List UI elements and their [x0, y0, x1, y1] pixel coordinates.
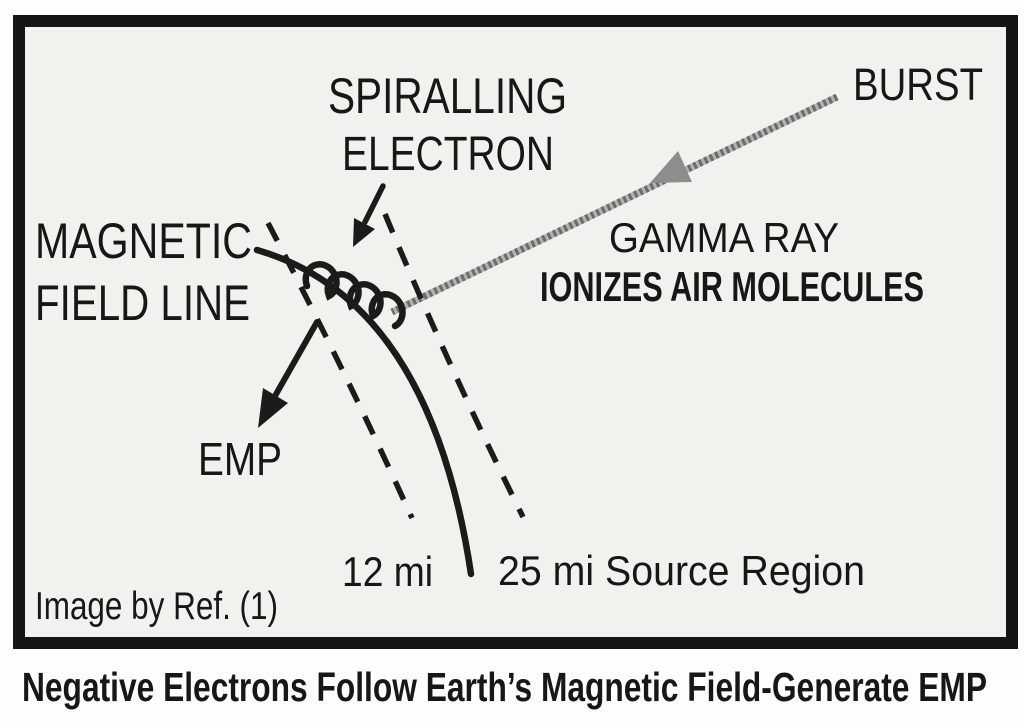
field-linework	[253, 183, 526, 578]
gamma-ray-line-hatch	[390, 93, 839, 316]
image-credit: Image by Ref. (1)	[35, 585, 278, 628]
outer-radius-label: 25 mi Source Region	[498, 547, 865, 594]
electron-pointer-shaft	[362, 183, 386, 225]
burst-label: BURST	[853, 59, 983, 110]
outer-dashed-boundary	[382, 212, 526, 519]
spiralling-electron-label-line2: ELECTRON	[342, 128, 554, 181]
electron-pointer-arrowhead	[353, 218, 375, 247]
emp-arrowhead	[258, 388, 288, 428]
gamma-ray-label: GAMMA RAY	[609, 214, 839, 261]
spiralling-electron-coil	[302, 261, 406, 330]
emp-arrow-shaft	[272, 319, 320, 399]
diagram-labels: SPIRALLING ELECTRON BURST GAMMA RAY IONI…	[35, 59, 983, 628]
inner-dashed-boundary	[265, 221, 415, 520]
figure-caption: Negative Electrons Follow Earth’s Magnet…	[22, 664, 987, 710]
spiralling-electron-label-line1: SPIRALLING	[328, 68, 567, 124]
inner-radius-label: 12 mi	[342, 548, 433, 595]
figure-panel	[25, 27, 1006, 637]
arrowheads	[258, 218, 375, 428]
emp-label: EMP	[198, 433, 282, 485]
magnetic-field-label-line2: FIELD LINE	[35, 275, 250, 331]
magnetic-field-curve	[253, 246, 475, 578]
magnetic-field-label-line1: MAGNETIC	[35, 213, 252, 269]
gamma-ray-arrowhead	[650, 151, 692, 183]
ionizes-air-molecules-label: IONIZES AIR MOLECULES	[540, 263, 924, 310]
gamma-ray-group	[390, 93, 839, 316]
